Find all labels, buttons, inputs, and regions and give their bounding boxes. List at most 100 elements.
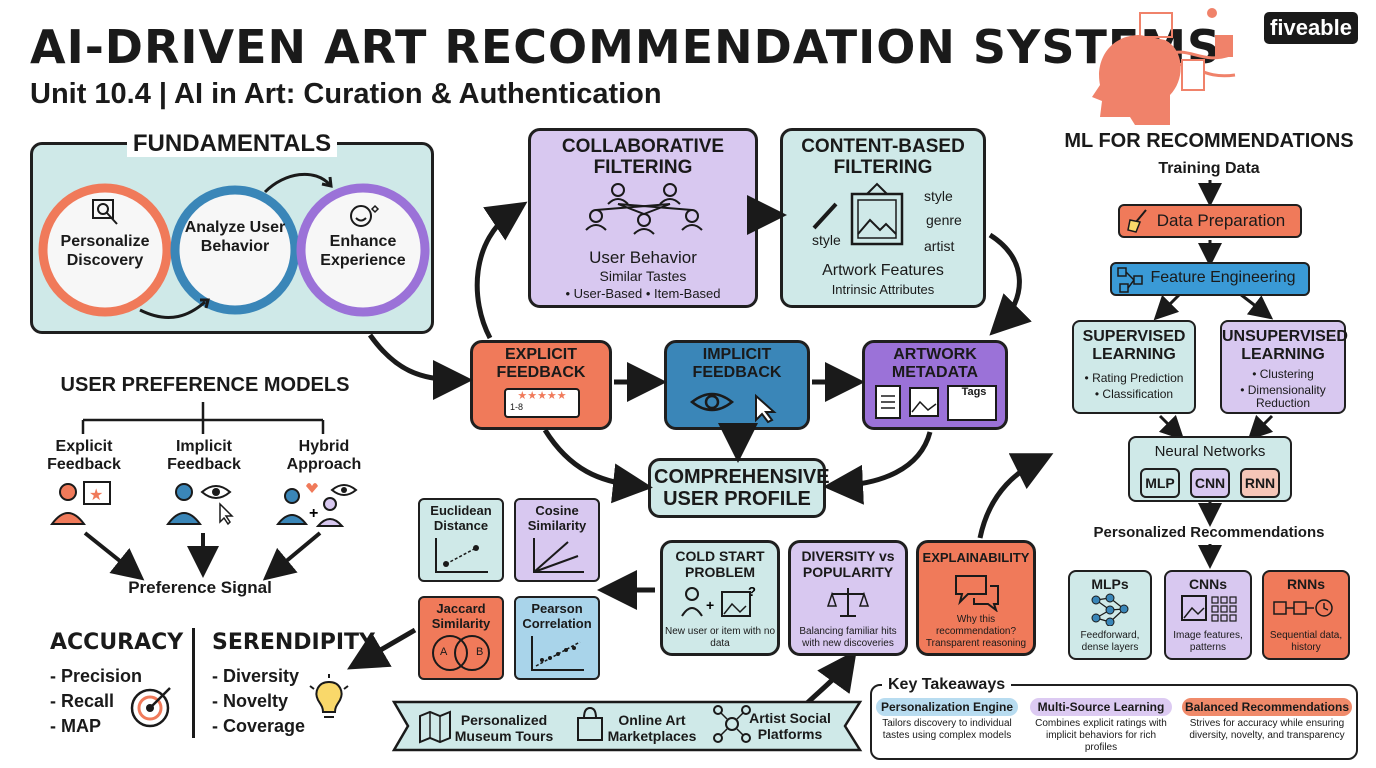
tag-style-2: style <box>812 232 841 248</box>
preference-signal: Preference Signal <box>128 578 272 597</box>
eye-click-icon <box>690 392 777 424</box>
takeaway-tag-personalization: Personalization Engine <box>876 698 1018 716</box>
training-data: Training Data <box>1158 160 1260 177</box>
takeaway-desc-multisource: Combines explicit ratings with implicit … <box>1035 718 1167 753</box>
user-network-icon <box>585 183 703 235</box>
svg-text:?: ? <box>748 584 756 599</box>
fundamental-analyze: Analyze User Behavior <box>184 219 286 255</box>
serendipity-item: - Diversity <box>212 666 300 686</box>
chip-rnn[interactable]: RNN <box>1240 468 1280 498</box>
serendipity-item: - Novelty <box>212 691 289 711</box>
collaborative-filtering-card[interactable] <box>528 128 758 308</box>
chip-cnn[interactable]: CNN <box>1190 468 1230 498</box>
supervised-learning-card[interactable] <box>1072 320 1196 414</box>
star-rating-icon: ★★★★★ <box>517 390 567 402</box>
accuracy-item: - Precision <box>50 666 143 686</box>
balance-scale-icon <box>826 588 870 617</box>
rnn-desc: Sequential data, history <box>1269 630 1343 653</box>
user-hybrid-icon: + <box>276 483 358 527</box>
venn-icon <box>432 635 490 671</box>
tag-genre: genre <box>926 212 962 228</box>
unsupervised-heading: UNSUPERVISED LEARNING <box>1222 328 1348 363</box>
neural-networks-heading: Neural Networks <box>1154 443 1266 460</box>
cold-start-heading: COLD START PROBLEM <box>675 548 765 580</box>
diversity-card[interactable] <box>788 540 908 656</box>
document-image-tags-icon <box>875 385 997 421</box>
preference-models-heading: USER PREFERENCE MODELS <box>60 374 350 396</box>
euclidean-plot-icon <box>435 538 488 573</box>
jaccard-label: Jaccard Similarity <box>431 601 491 631</box>
accuracy-heading: ACCURACY <box>50 630 184 655</box>
data-preparation-label: Data Preparation <box>1156 211 1286 230</box>
unsupervised-item: • Dimensionality Reduction <box>1240 383 1326 410</box>
magnifier-icon <box>92 199 118 225</box>
rating-widget: ★★★★★ 1-8 <box>504 388 580 418</box>
supervised-items: • Rating Prediction • Classification <box>1074 370 1194 402</box>
broom-icon <box>1127 209 1147 233</box>
personalized-recommendations: Personalized Recommendations <box>1093 524 1325 541</box>
cnn-heading: CNNs <box>1188 576 1228 592</box>
metrics-divider <box>192 628 195 738</box>
takeaway-desc-balanced: Strives for accuracy while ensuring dive… <box>1189 718 1345 741</box>
fundamentals-heading: FUNDAMENTALS <box>30 130 434 158</box>
smile-heart-icon <box>350 204 380 227</box>
fundamental-personalize: Personalize Discovery <box>60 233 150 269</box>
svg-text:+: + <box>706 597 714 613</box>
page-subtitle: Unit 10.4 | AI in Art: Curation & Authen… <box>30 78 662 110</box>
content-based-filtering-card[interactable] <box>780 128 986 308</box>
cnn-card[interactable] <box>1164 570 1252 660</box>
ml-heading: ML FOR RECOMMENDATIONS <box>1064 130 1354 152</box>
user-plus-image-icon: + ? <box>681 584 756 617</box>
serendipity-heading: SERENDIPITY <box>212 630 375 655</box>
rating-scale: 1-8 <box>510 402 524 412</box>
head-art-icon <box>1092 8 1236 125</box>
image-grid-icon <box>1181 595 1237 622</box>
app-marketplaces: Online Art Marketplaces <box>607 712 697 744</box>
unsupervised-items: • Clustering • Dimensionality Reduction <box>1222 368 1344 410</box>
fundamental-enhance: Enhance Experience <box>320 233 406 269</box>
fundamentals-diagram <box>38 172 430 319</box>
mlp-desc: Feedforward, dense layers <box>1080 630 1140 653</box>
unsupervised-learning-card[interactable] <box>1220 320 1346 414</box>
page-title: AI-DRIVEN ART RECOMMENDATION SYSTEMS <box>30 20 1222 74</box>
unsupervised-item: • Clustering <box>1252 367 1314 381</box>
framed-artwork-icon <box>812 182 904 246</box>
rnn-heading: RNNs <box>1286 576 1326 592</box>
rnn-card[interactable] <box>1262 570 1350 660</box>
cold-start-card[interactable] <box>660 540 780 656</box>
social-network-icon <box>713 705 751 743</box>
collaborative-line2: Similar Tastes <box>599 268 687 284</box>
cnn-desc: Image features, patterns <box>1173 630 1243 653</box>
profile-label: COMPREHENSIVE USER PROFILE <box>654 466 830 510</box>
tag-style-1: style <box>924 188 953 204</box>
collaborative-line1: User Behavior <box>589 248 697 267</box>
cosine-card[interactable] <box>514 498 600 582</box>
euclidean-card[interactable] <box>418 498 504 582</box>
explainability-card[interactable] <box>916 540 1036 656</box>
mlp-card[interactable] <box>1068 570 1152 660</box>
speech-bubbles-icon <box>955 575 999 612</box>
takeaway-tag-multisource: Multi-Source Learning <box>1030 698 1172 716</box>
pearson-plot-icon <box>531 636 584 671</box>
chip-mlp[interactable]: MLP <box>1140 468 1180 498</box>
metadata-tags-label: Tags <box>961 386 987 398</box>
pref-implicit: Implicit Feedback <box>167 438 241 473</box>
supervised-item: • Rating Prediction <box>1084 371 1184 385</box>
fiveable-logo[interactable]: fiveable <box>1264 12 1358 44</box>
pearson-card[interactable] <box>514 596 600 680</box>
user-eye-icon <box>166 483 234 526</box>
lightbulb-icon <box>309 674 349 718</box>
target-icon <box>130 687 171 728</box>
data-preparation-box[interactable] <box>1118 204 1302 238</box>
svg-text:+: + <box>309 505 318 522</box>
explainability-desc: Why this recommendation? Transparent rea… <box>925 614 1027 649</box>
preference-models-tree <box>81 402 325 581</box>
feature-engineering-box[interactable] <box>1110 262 1310 296</box>
diversity-desc: Balancing familiar hits with new discove… <box>799 626 897 649</box>
implicit-feedback-heading: IMPLICIT FEEDBACK <box>692 346 782 381</box>
artwork-metadata-heading: ARTWORK METADATA <box>891 346 979 381</box>
content-based-line1: Artwork Features <box>822 262 944 279</box>
accuracy-list: - Precision - Recall - MAP <box>50 664 142 739</box>
key-takeaways-panel <box>870 684 1358 760</box>
supervised-item: • Classification <box>1094 387 1174 401</box>
